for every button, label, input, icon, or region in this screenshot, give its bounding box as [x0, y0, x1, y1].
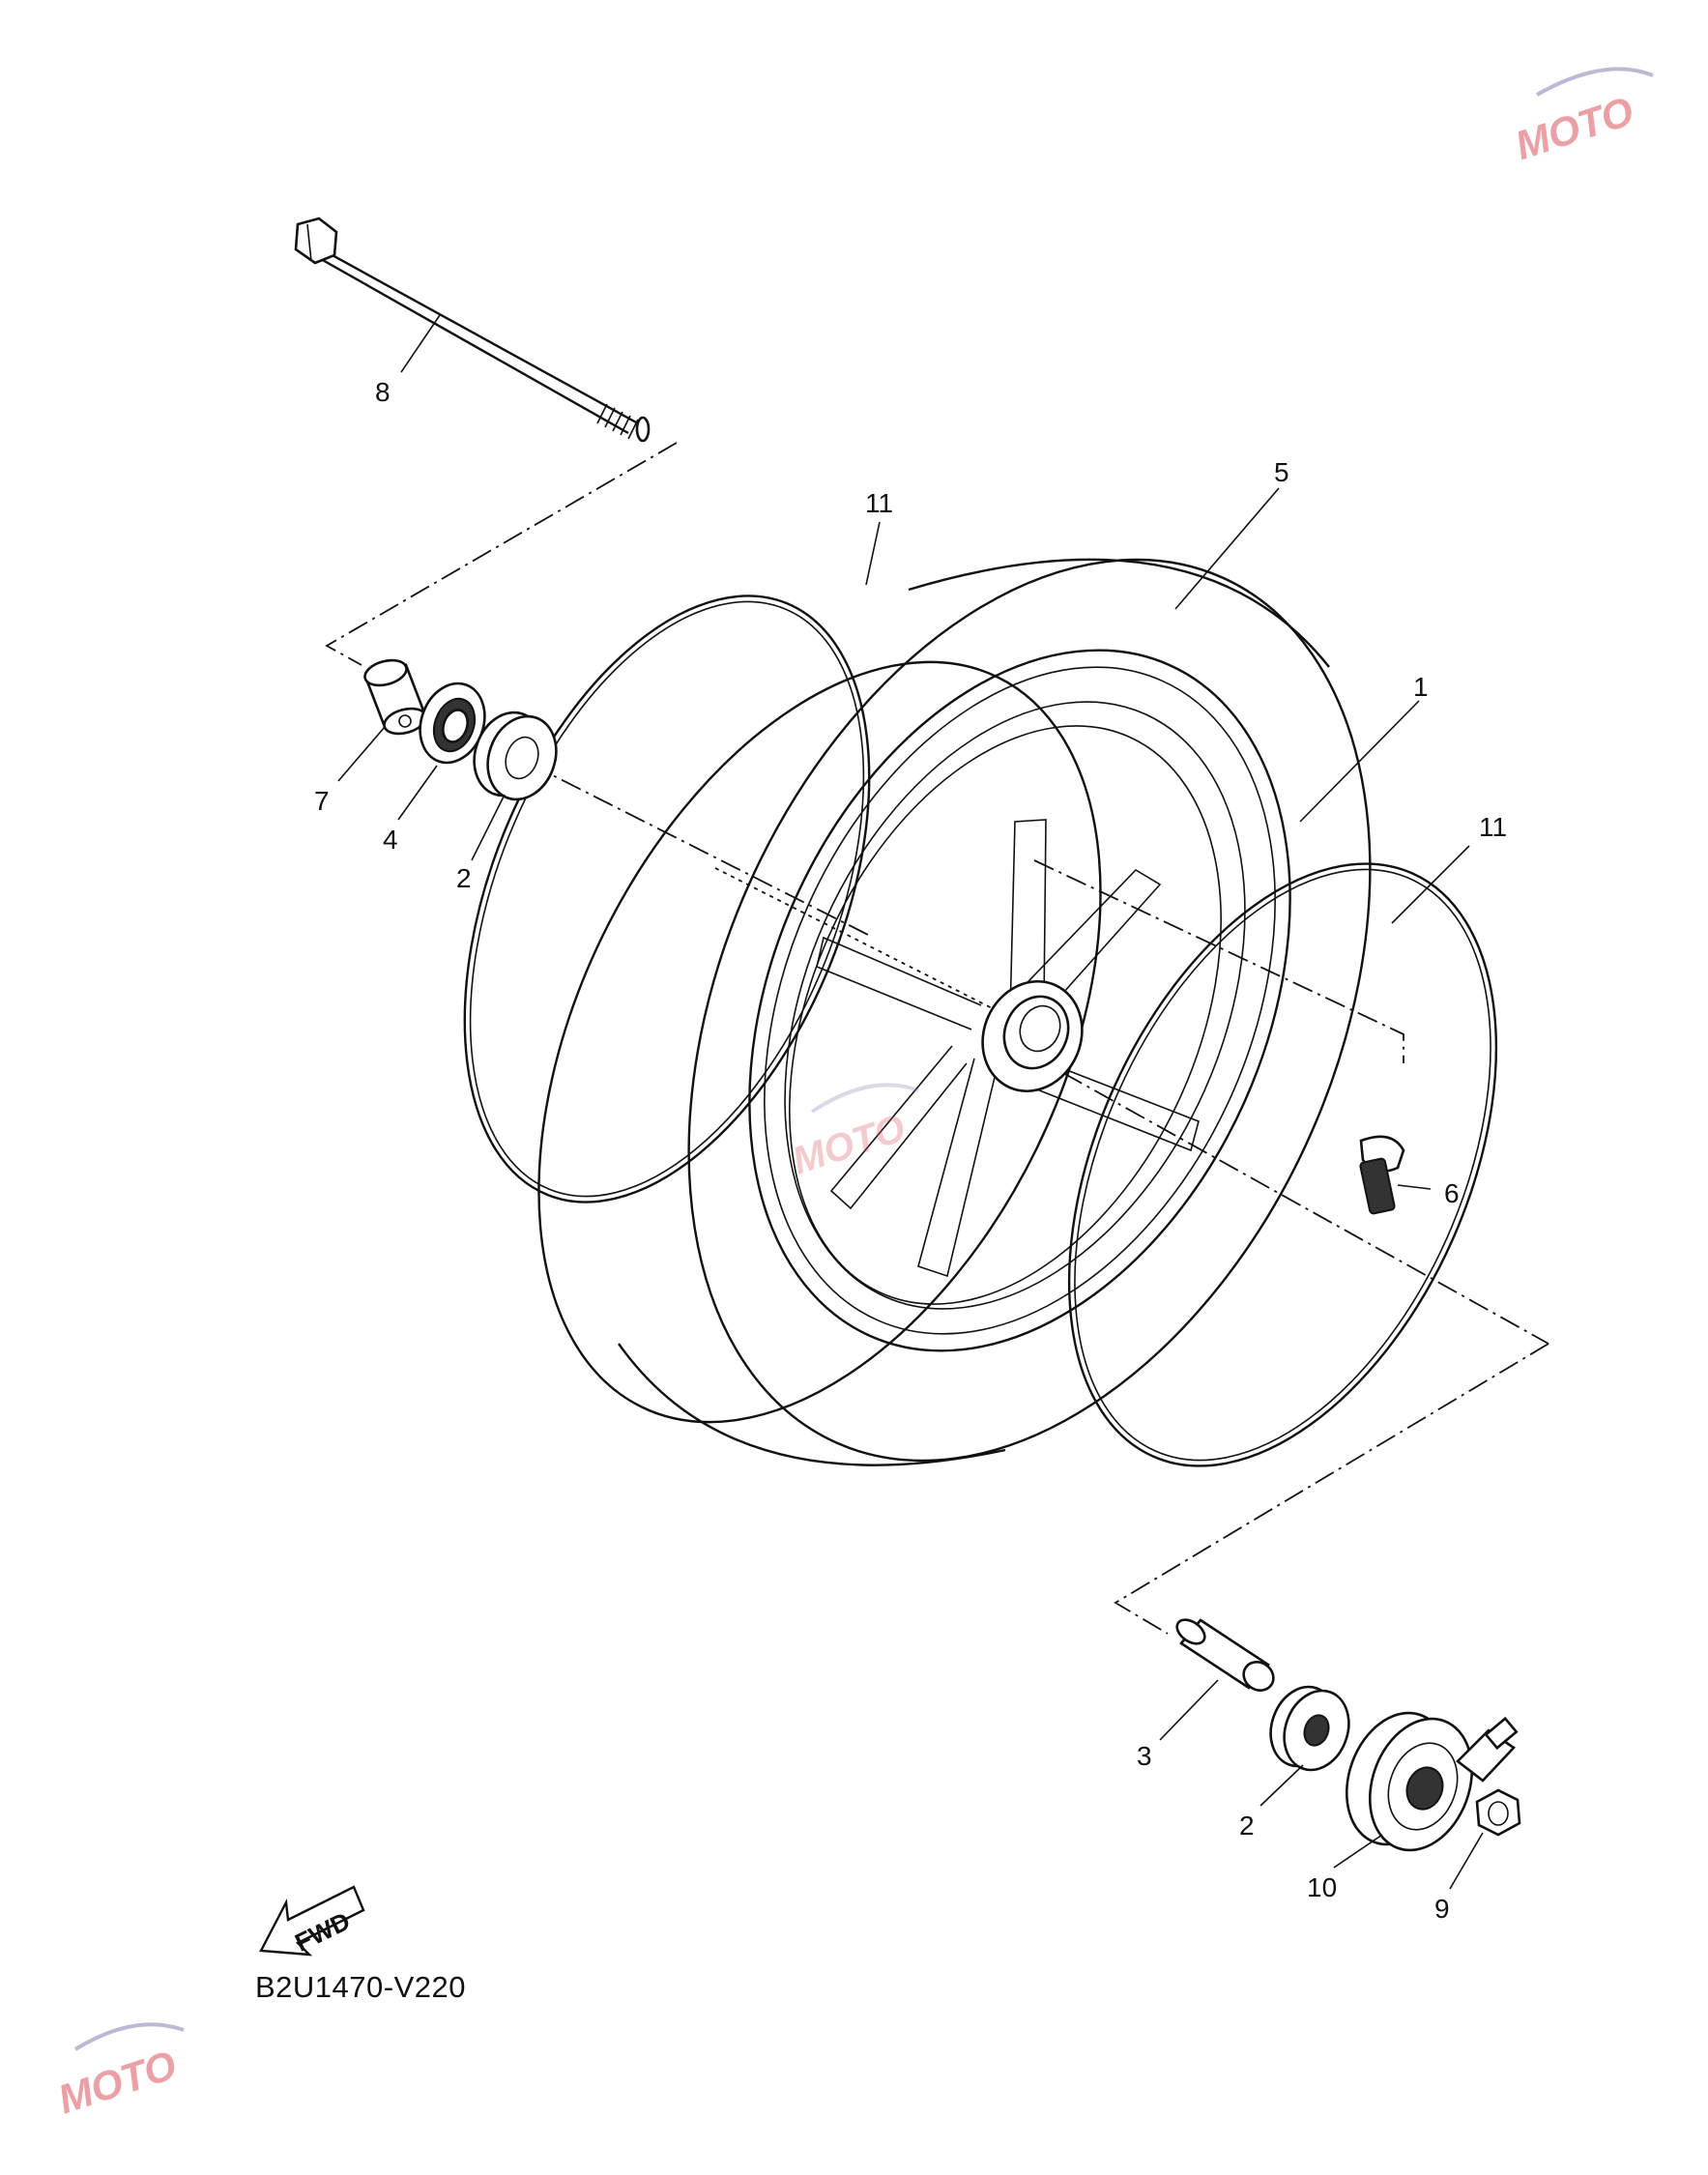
- tire: [537, 558, 1372, 1466]
- fwd-arrow-icon: FWD: [259, 1885, 365, 1958]
- meter-gear-unit: [1345, 1711, 1519, 1852]
- callout-7: 7: [314, 786, 330, 816]
- callout-2-left: 2: [456, 863, 472, 893]
- callout-6: 6: [1444, 1178, 1460, 1208]
- callout-8: 8: [375, 377, 391, 407]
- wheel-spokes: [816, 819, 1200, 1278]
- axle-bolt: [294, 217, 651, 443]
- watermark-logo-middle: MOTO: [788, 1083, 919, 1183]
- bearing-right: [1269, 1685, 1350, 1772]
- callout-9: 9: [1434, 1894, 1450, 1924]
- axis-lines: [325, 442, 1549, 1635]
- oil-seal: [419, 682, 486, 765]
- svg-text:MOTO: MOTO: [52, 2042, 182, 2122]
- callout-3: 3: [1137, 1741, 1152, 1771]
- svg-text:MOTO: MOTO: [1510, 88, 1639, 168]
- callout-2-right: 2: [1239, 1811, 1255, 1841]
- watermark-logo-top: MOTO: [1510, 67, 1654, 168]
- watermark-logo-bottom: MOTO: [52, 2022, 185, 2122]
- collar-right: [1175, 1618, 1275, 1692]
- callout-4: 4: [383, 825, 398, 855]
- axle-nut: [1475, 1788, 1521, 1837]
- callout-11-right: 11: [1479, 812, 1507, 842]
- wheel-rim: [748, 649, 1291, 1352]
- leader-lines: [337, 314, 1484, 1890]
- collar-left: [363, 658, 427, 736]
- callout-1: 1: [1413, 672, 1429, 702]
- diagram-part-code: B2U1470-V220: [255, 1970, 466, 2004]
- callout-11-left: 11: [865, 488, 893, 518]
- callout-labels: 8 11 5 1 11 7 4 2 6 3 2 10 9: [314, 377, 1507, 1924]
- callout-10: 10: [1307, 1872, 1337, 1902]
- circlip-right: [1067, 862, 1498, 1467]
- tire-valve: [1359, 1135, 1405, 1215]
- callout-5: 5: [1274, 457, 1289, 487]
- svg-text:MOTO: MOTO: [788, 1107, 911, 1183]
- bearing-left: [473, 710, 558, 801]
- wheel-hub: [981, 979, 1084, 1093]
- circlip-left: [463, 594, 871, 1204]
